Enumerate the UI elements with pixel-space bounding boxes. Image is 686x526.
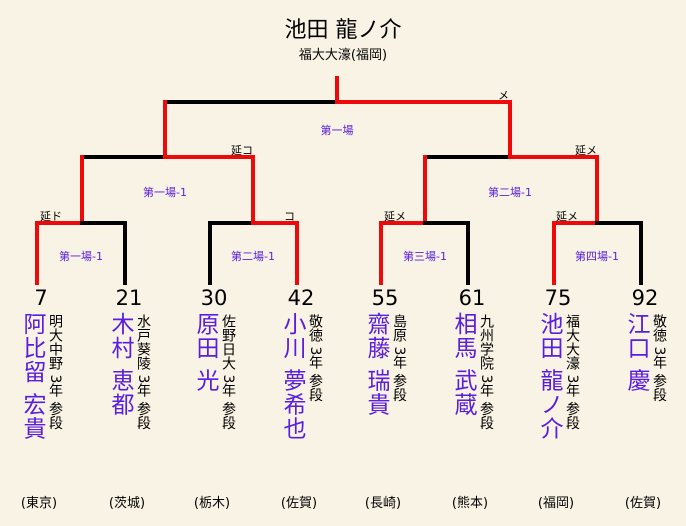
result-r1: 延ド (40, 210, 62, 223)
player-entry: 21 木村 恵都 水戸葵陵 3年 参段 (89, 286, 169, 430)
player-seed: 7 (34, 286, 48, 310)
match-label-semi-right: 第二場-1 (488, 186, 532, 199)
player-school-grade-rank: 敬徳 3年 参段 (651, 314, 667, 402)
player-prefecture: (福岡) (537, 496, 575, 511)
player-school-grade-rank: 水戸葵陵 3年 参段 (135, 314, 151, 430)
r1-2-winner (251, 221, 299, 285)
r1-1-winner (35, 221, 84, 285)
player-seed: 21 (115, 286, 143, 310)
r1-4-winner (552, 221, 599, 285)
player-entry: 7 阿比留 宏貴 明大中野 3年 参段 (1, 286, 81, 440)
result-final: メ (498, 89, 509, 102)
player-name: 池田 龍ノ介 (536, 312, 562, 441)
champion-name: 池田 龍ノ介 (284, 18, 402, 43)
player-seed: 55 (371, 286, 399, 310)
player-name: 齋藤 瑞貴 (363, 312, 389, 417)
r1-2-loser (208, 221, 255, 285)
player-entry: 75 池田 龍ノ介 福大大濠 3年 参段 (518, 286, 598, 440)
match-label-r1: 第四場-1 (575, 250, 619, 263)
result-semi-right: 延メ (575, 144, 597, 157)
player-entry: 55 齋藤 瑞貴 島原 3年 参段 (345, 286, 425, 416)
player-name: 小川 夢希也 (279, 312, 305, 441)
r1-3-winner (379, 221, 427, 285)
match-label-r1: 第三場-1 (403, 250, 447, 263)
player-school-grade-rank: 明大中野 3年 参段 (47, 314, 63, 430)
player-school-grade-rank: 佐野日大 3年 参段 (220, 314, 236, 430)
player-school-grade-rank: 敬徳 3年 参段 (307, 314, 323, 402)
result-r1: 延メ (384, 210, 406, 223)
player-prefecture: (長崎) (364, 496, 402, 511)
result-r1: 延メ (556, 210, 578, 223)
match-label-semi-left: 第一場-1 (143, 186, 187, 199)
player-prefecture: (茨城) (108, 496, 146, 511)
player-seed: 92 (631, 286, 659, 310)
player-name: 阿比留 宏貴 (19, 312, 45, 441)
result-semi-left: 延コ (231, 144, 253, 157)
champion-school: 福大大濠(福岡) (298, 48, 388, 63)
match-label-final: 第一場 (320, 124, 354, 137)
player-entry: 30 原田 光 佐野日大 3年 参段 (174, 286, 254, 430)
player-prefecture: (佐賀) (280, 496, 318, 511)
player-prefecture: (東京) (20, 496, 58, 511)
player-name: 原田 光 (192, 312, 218, 393)
player-prefecture: (佐賀) (624, 496, 662, 511)
match-label-r1: 第一場-1 (59, 250, 103, 263)
player-seed: 75 (544, 286, 572, 310)
player-prefecture: (栃木) (193, 496, 231, 511)
player-prefecture: (熊本) (451, 496, 489, 511)
player-school-grade-rank: 島原 3年 参段 (391, 314, 407, 402)
player-seed: 42 (287, 286, 315, 310)
player-name: 江口 慶 (623, 312, 649, 393)
match-label-r1: 第二場-1 (231, 250, 275, 263)
r1-1-loser (80, 221, 127, 285)
player-entry: 92 江口 慶 敬徳 3年 参段 (605, 286, 685, 402)
player-entry: 61 相馬 武蔵 九州学院 3年 参段 (432, 286, 512, 430)
r1-4-loser (595, 221, 643, 285)
r1-3-loser (423, 221, 470, 285)
player-entry: 42 小川 夢希也 敬徳 3年 参段 (261, 286, 341, 440)
player-seed: 61 (458, 286, 486, 310)
player-seed: 30 (200, 286, 228, 310)
player-school-grade-rank: 福大大濠 3年 参段 (564, 314, 580, 430)
result-r1: コ (284, 210, 295, 223)
player-name: 木村 恵都 (107, 312, 133, 417)
player-school-grade-rank: 九州学院 3年 参段 (478, 314, 494, 430)
player-name: 相馬 武蔵 (450, 312, 476, 417)
